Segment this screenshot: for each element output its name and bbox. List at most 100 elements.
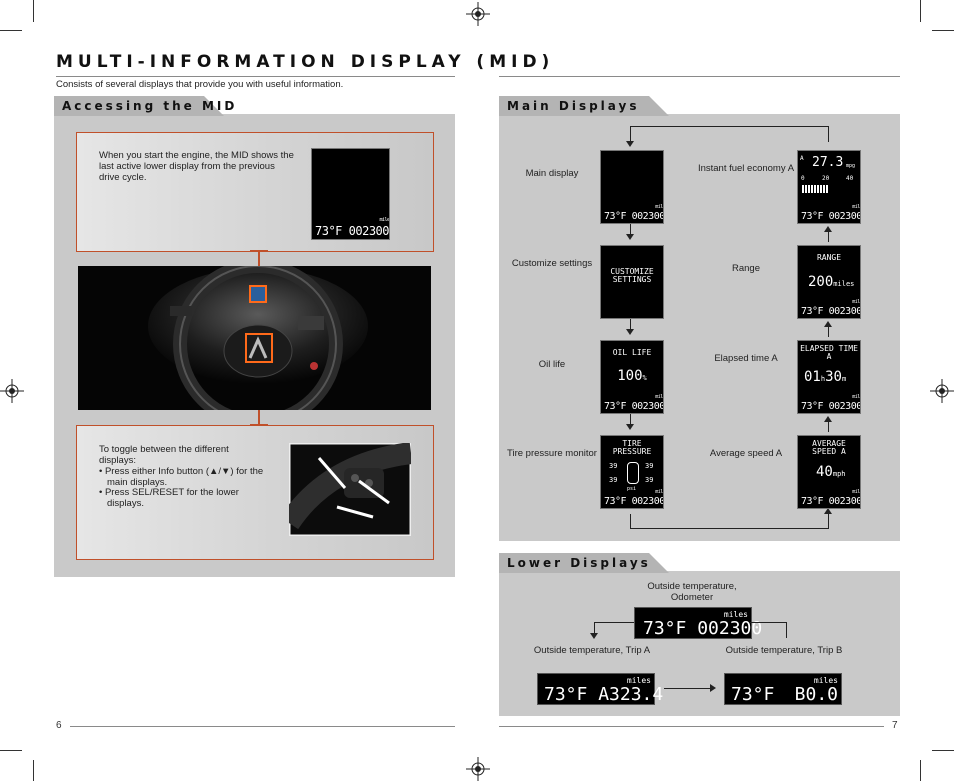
loop-line: [828, 514, 829, 529]
avg-value: 40: [816, 464, 833, 480]
screen-unit: miles: [852, 489, 860, 495]
connector-cap: [250, 250, 268, 252]
range-value: 200: [808, 274, 834, 290]
lower-odometer: 002300: [697, 618, 763, 639]
arrow-down-icon: [590, 633, 598, 639]
loop-line-bottom: [630, 528, 828, 529]
arrow-up-icon: [824, 508, 832, 514]
tire-psi-rr: 39: [645, 476, 654, 484]
range-title: RANGE: [816, 253, 842, 262]
lower-temp: 73°F: [544, 684, 588, 705]
flow-line: [828, 420, 829, 432]
label-elapsed-time: Elapsed time A: [714, 353, 778, 364]
accessing-tab: [54, 96, 224, 116]
screen-temp: 73°F: [604, 211, 627, 222]
crop-mark: [920, 0, 921, 22]
registration-mark-icon: [930, 379, 954, 403]
tire-psi-rl: 39: [609, 476, 618, 484]
label-customize: Customize settings: [511, 258, 593, 269]
elapsed-hours-unit: h: [820, 375, 826, 383]
tire-title: TIRE PRESSURE: [612, 439, 652, 456]
crop-mark: [932, 750, 954, 751]
lower-screen-trip-b: 73°F B0.0 miles: [724, 673, 842, 705]
screen-odometer: 002300: [828, 496, 861, 507]
label-fuel-economy: Instant fuel economy A: [697, 163, 795, 174]
flow-line: [664, 688, 712, 689]
crop-mark: [0, 750, 22, 751]
tire-psi-fl: 39: [609, 462, 618, 470]
screen-temp: 73°F: [801, 401, 824, 412]
registration-mark-icon: [466, 2, 490, 26]
flow-line: [828, 230, 829, 242]
arrow-up-icon: [824, 226, 832, 232]
steering-buttons-photo: [289, 443, 411, 536]
registration-mark-icon: [466, 757, 490, 781]
range-unit: miles: [833, 280, 855, 288]
engine-start-text: When you start the engine, the MID shows…: [99, 150, 294, 183]
fuel-scale-0: 0: [801, 175, 805, 182]
flow-line: [630, 319, 631, 331]
elapsed-hours: 01: [804, 369, 821, 385]
crop-mark: [920, 760, 921, 781]
footer-rule-right: [499, 726, 884, 727]
label-trip-b: Outside temperature, Trip B: [725, 645, 843, 656]
flow-line: [594, 622, 595, 634]
screen-unit: miles: [655, 489, 663, 495]
lower-screen-odometer: 73°F 002300 miles: [634, 607, 762, 639]
crop-mark: [33, 0, 34, 22]
crop-mark: [33, 760, 34, 781]
page-number-left: 6: [56, 720, 62, 731]
arrow-down-icon: [626, 329, 634, 335]
elapsed-minutes-unit: m: [841, 375, 847, 383]
lower-unit: miles: [723, 610, 748, 619]
arrow-down-icon: [626, 234, 634, 240]
screen-temp: 73°F: [801, 496, 824, 507]
steering-wheel-photo: [78, 266, 431, 410]
mid-screen-large: 73°F 002300 miles: [311, 148, 390, 240]
screen-tire-pressure: TIRE PRESSURE 39 39 39 39 psi 73°F 00230…: [600, 435, 664, 509]
car-outline-icon: [627, 462, 639, 484]
label-average-speed: Average speed A: [709, 448, 783, 459]
fuel-scale-20: 20: [822, 175, 830, 182]
arrow-up-icon: [824, 321, 832, 327]
lower-temp: 73°F: [643, 618, 687, 639]
screen-customize-text: CUSTOMIZE SETTINGS: [610, 267, 654, 284]
toggle-bullet-info: • Press either Info button (▲/▼) for the…: [99, 466, 264, 488]
lower-tab-label: Lower Displays: [507, 556, 651, 570]
loop-line: [630, 126, 631, 142]
screen-temp: 73°F: [604, 401, 627, 412]
fuel-bar-graph: [802, 185, 828, 193]
accessing-tab-label: Accessing the MID: [62, 99, 238, 113]
flow-line: [750, 622, 786, 623]
elapsed-title: ELAPSED TIME A: [800, 344, 858, 361]
fuel-scale-40: 40: [846, 175, 854, 182]
screen-unit: miles: [852, 204, 860, 210]
page-subtitle: Consists of several displays that provid…: [56, 79, 344, 90]
screen-unit: miles: [852, 299, 860, 305]
screen-temp: 73°F: [315, 224, 342, 238]
lower-trip-a: A323.4: [598, 684, 664, 705]
arrow-up-icon: [824, 416, 832, 422]
screen-temp: 73°F: [801, 211, 824, 222]
label-odometer-display: Outside temperature, Odometer: [647, 581, 737, 603]
flow-line: [630, 224, 631, 236]
fuel-trip-label: A: [800, 155, 804, 162]
screen-unit: miles: [655, 204, 663, 210]
screen-temp: 73°F: [604, 496, 627, 507]
label-main-display: Main display: [525, 168, 579, 179]
crop-mark: [0, 30, 22, 31]
screen-odometer: 002300: [631, 496, 664, 507]
flow-line: [828, 325, 829, 337]
avg-unit: mph: [832, 470, 846, 478]
tire-unit: psi: [627, 486, 637, 492]
screen-customize: CUSTOMIZE SETTINGS: [600, 245, 664, 319]
screen-odometer: 002300: [631, 401, 664, 412]
connector-line: [258, 250, 260, 272]
main-tab-label: Main Displays: [507, 99, 640, 113]
page-title: MULTI-INFORMATION DISPLAY (MID): [56, 52, 555, 72]
flow-line: [630, 414, 631, 426]
